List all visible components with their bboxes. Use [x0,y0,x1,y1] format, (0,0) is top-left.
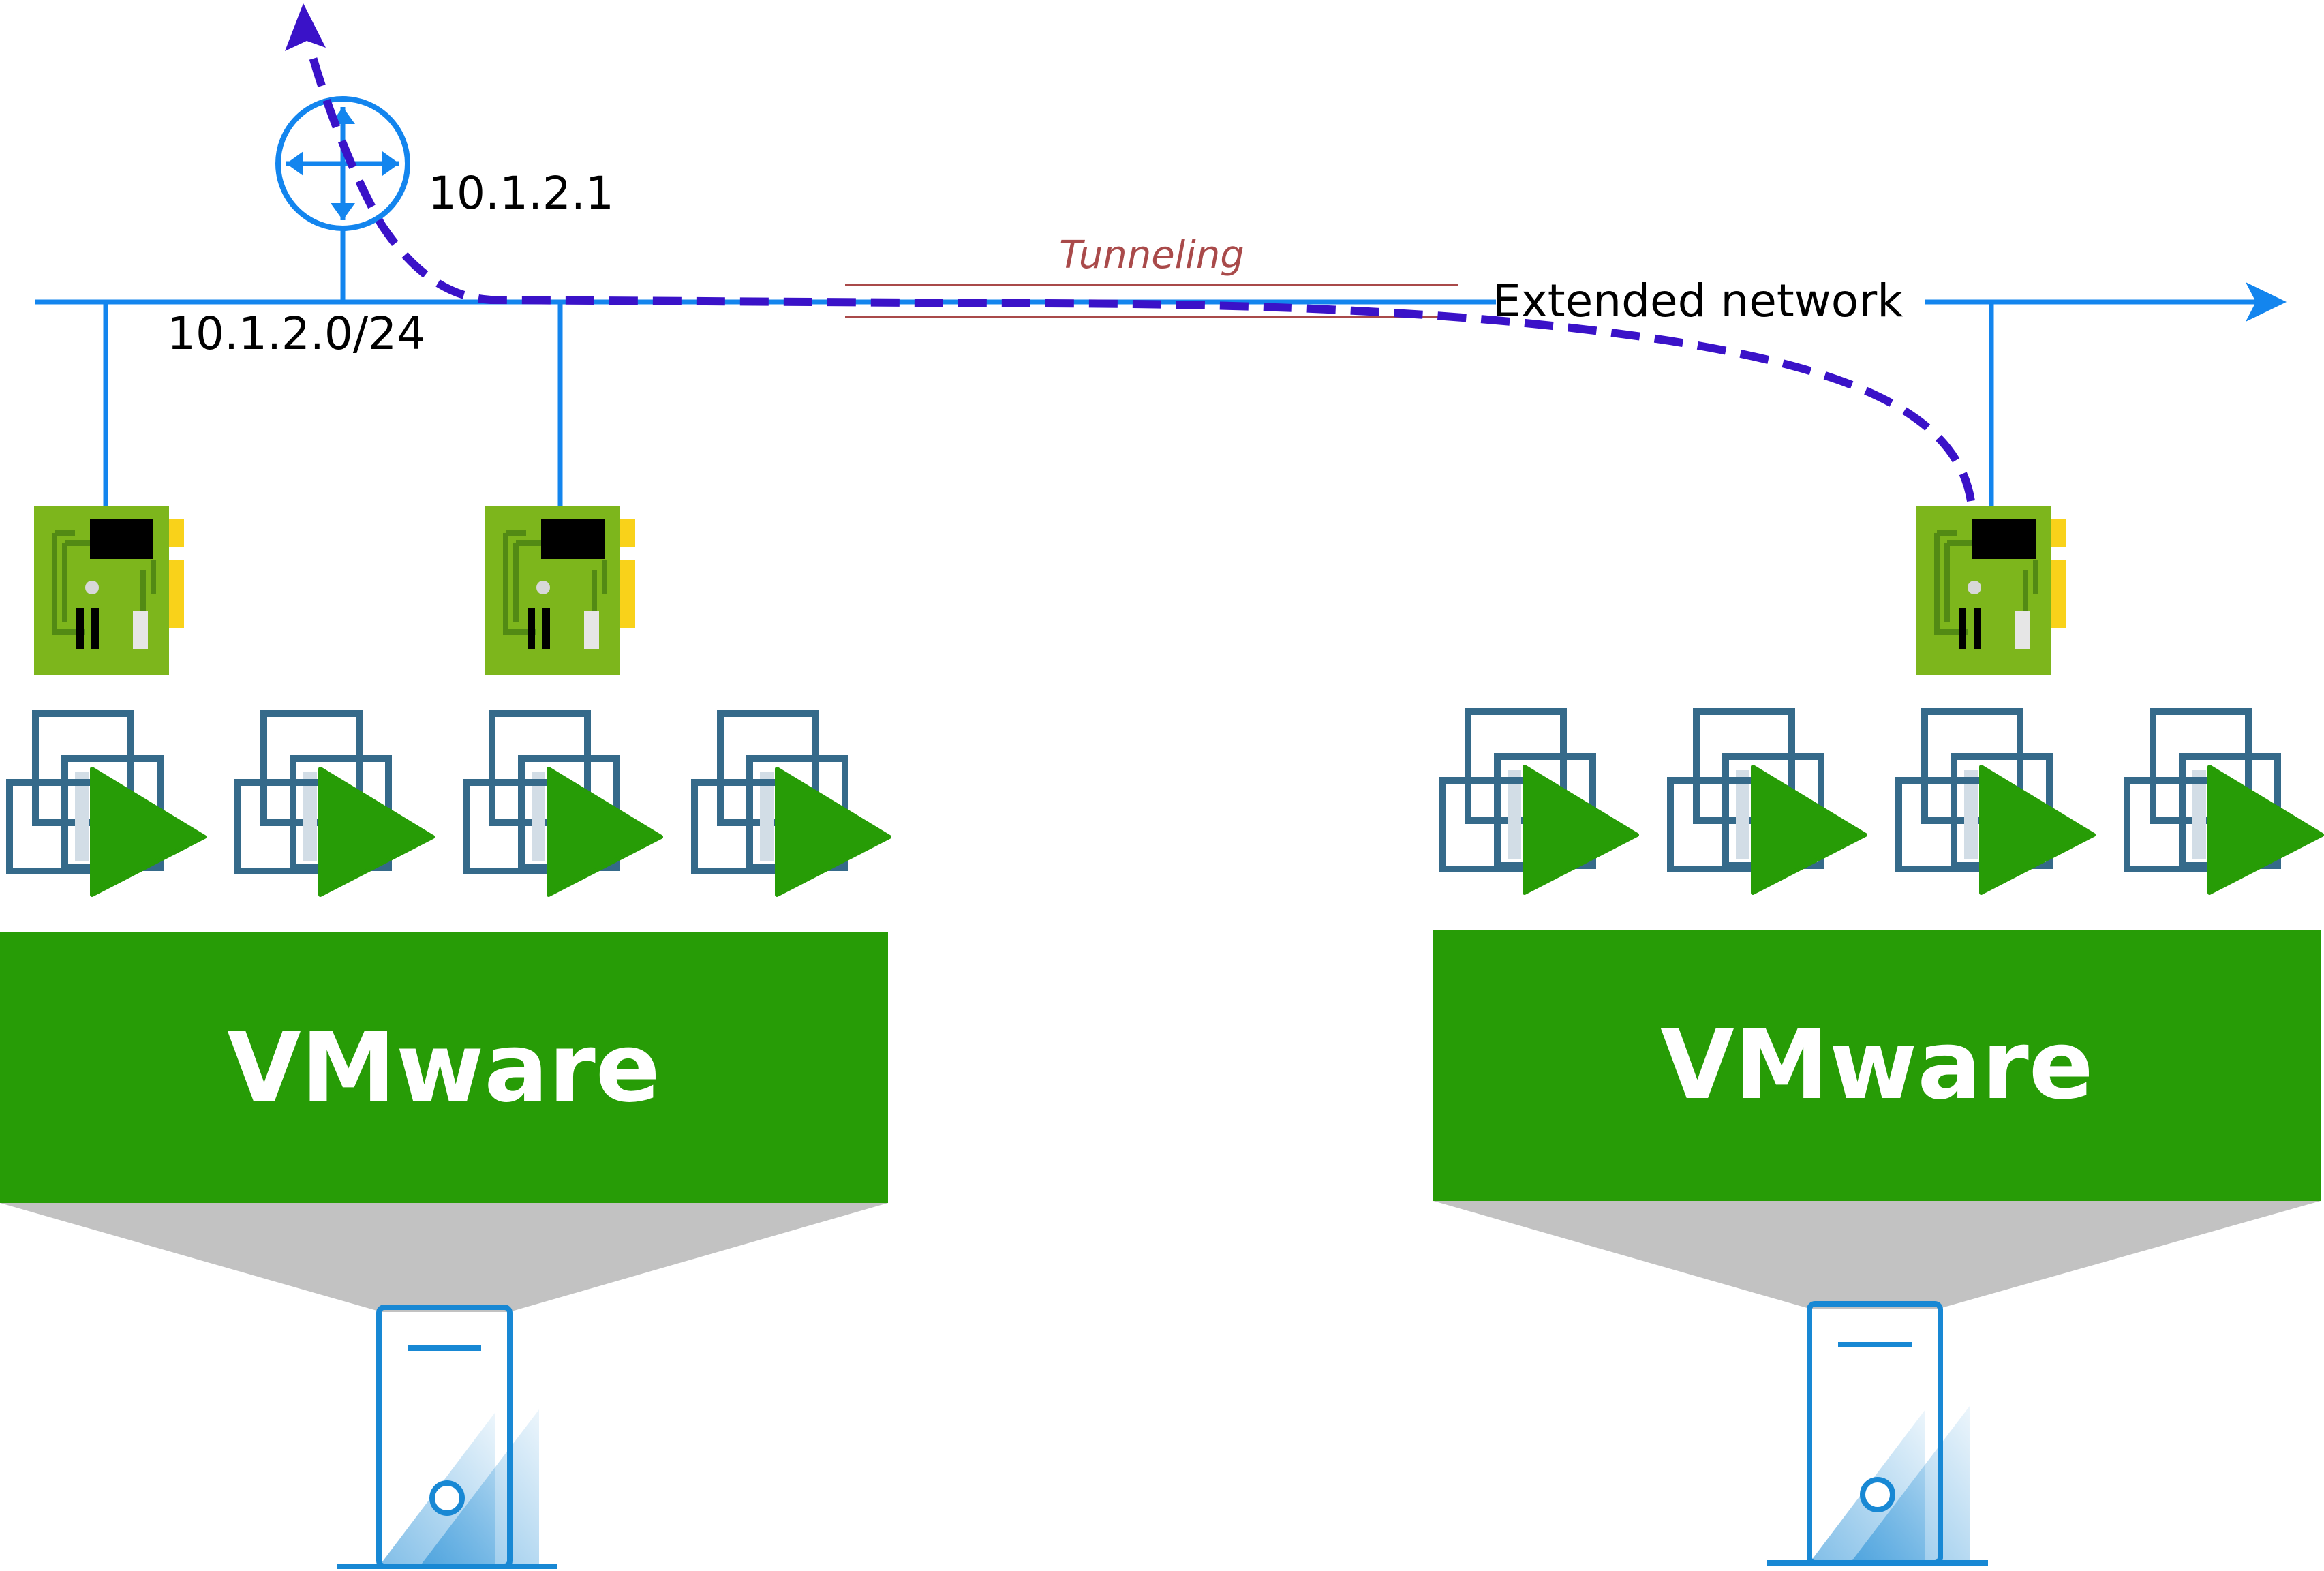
nic-icon-3 [1916,506,2066,675]
router-ip-label: 10.1.2.1 [428,167,614,219]
vm-icon-2 [238,714,433,895]
vmware-label-2: VMware [1660,1010,2093,1121]
host-shadow-1 [0,1203,888,1312]
vm-icon-5 [1442,712,1637,893]
network-arrowhead [2246,282,2287,322]
vmware-label-1: VMware [227,1013,660,1124]
vm-icon-4 [694,714,889,895]
vm-icon-6 [1670,712,1865,893]
vm-icon-1 [10,714,204,895]
server-icon-1 [337,1307,557,1566]
extended-network-label: Extended network [1493,275,1903,327]
router-icon [275,96,410,231]
host-shadow-2 [1433,1201,2321,1309]
server-icon-2 [1767,1304,1988,1563]
tunneling-label: Tunneling [1059,233,1244,277]
traffic-path [306,46,1975,502]
vmware-block-1 [0,932,888,1203]
vmware-block-2 [1433,930,2321,1201]
vm-icon-3 [466,714,661,895]
nic-icon-1 [34,506,184,675]
nic-icon-2 [485,506,635,675]
vm-icon-8 [2127,712,2322,893]
vm-icon-7 [1899,712,2094,893]
subnet-label: 10.1.2.0/24 [167,307,425,360]
traffic-arrowhead [285,3,326,51]
